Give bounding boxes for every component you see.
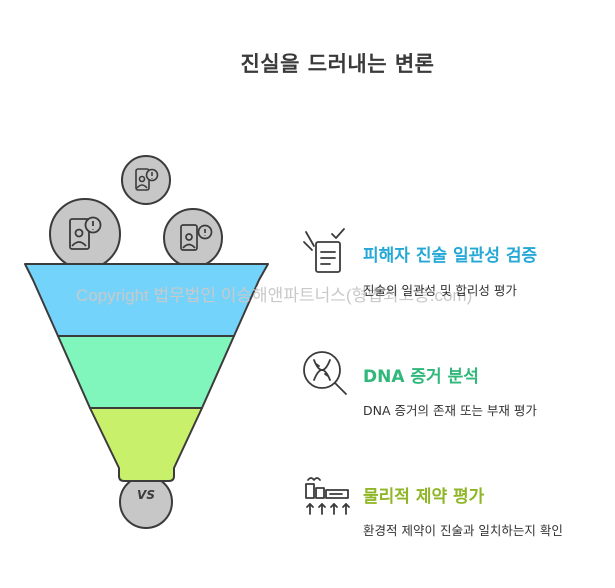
item-2-title: DNA 증거 분석 <box>363 367 479 387</box>
person-alert-icon <box>180 224 213 251</box>
dna-magnifier-icon <box>303 351 347 395</box>
item-1-description: 진술의 일관성 및 합리성 평가 <box>363 283 517 298</box>
person-alert-icon <box>69 216 102 250</box>
top-circle-left <box>49 198 121 270</box>
watermark: Copyright 법무법인 이승해앤파트너스(형법최고봉.com) <box>76 286 473 305</box>
top-circle-right <box>163 208 223 268</box>
item-3-description: 환경적 제약이 진술과 일치하는지 확인 <box>363 523 563 538</box>
bottom-circle <box>119 475 173 529</box>
item-1-title: 피해자 진술 일관성 검증 <box>363 246 538 266</box>
item-2-description: DNA 증거의 존재 또는 부재 평가 <box>363 403 537 418</box>
item-3-title: 물리적 제약 평가 <box>363 487 485 507</box>
funnel-tier-2 <box>57 335 235 409</box>
top-circle-small <box>121 155 171 205</box>
bottom-circle-label: VS <box>137 488 155 502</box>
person-alert-icon <box>135 168 159 191</box>
factory-constraint-icon <box>305 477 350 515</box>
page-title: 진실을 드러내는 변론 <box>240 52 435 76</box>
funnel-tier-3 <box>89 407 203 482</box>
statement-check-icon <box>303 228 345 273</box>
